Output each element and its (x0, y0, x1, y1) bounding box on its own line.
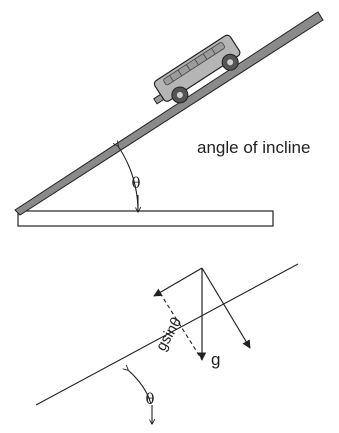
inclined-plane-illustration: θ angle of incline (14, 11, 324, 227)
incline-caption: angle of incline (197, 138, 310, 157)
cart (153, 34, 241, 105)
incline-line (35, 263, 299, 406)
base-board (17, 210, 274, 227)
g-sin-theta-vector (153, 267, 203, 297)
angle-arc-bottom (128, 370, 152, 405)
g-sin-theta-label: gsinθ (153, 314, 186, 354)
projection-dashed-line (159, 292, 203, 361)
g-cos-theta-vector (201, 267, 251, 349)
force-diagram: gsinθ g θ (35, 263, 299, 424)
incline-ramp (14, 11, 324, 216)
g-label: g (211, 350, 220, 369)
theta-label-bottom: θ (145, 390, 154, 408)
theta-label-top: θ (131, 174, 140, 192)
